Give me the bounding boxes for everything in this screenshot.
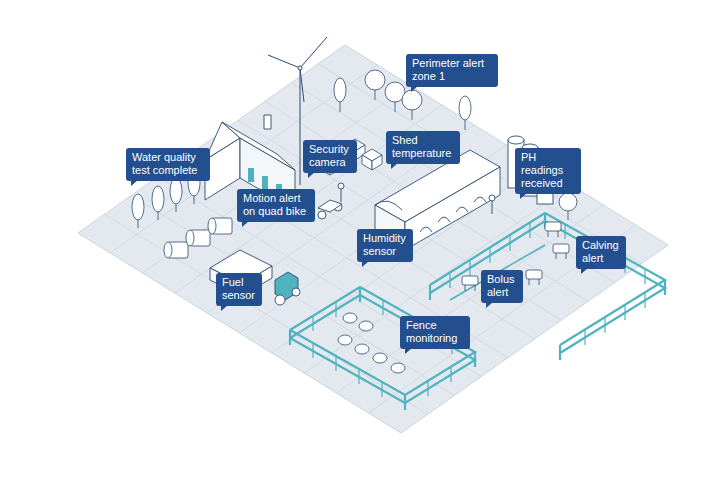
callout-box: Shed temperature: [386, 131, 460, 164]
callout-text: Bolus alert: [487, 273, 517, 299]
callout-text: Perimeter alert zone 1: [412, 57, 492, 83]
callout-text: Fence monitoring: [406, 319, 464, 345]
callout-box: PH readings received: [515, 148, 581, 194]
callout-text: Calving alert: [582, 239, 620, 265]
callout-text: Security camera: [309, 143, 351, 169]
callout-text: Shed temperature: [392, 134, 454, 160]
callout-box: Bolus alert: [481, 270, 523, 303]
callout-box: Perimeter alert zone 1: [406, 54, 498, 87]
callout-text: Humidity sensor: [363, 232, 407, 258]
callout-box: Security camera: [303, 140, 357, 173]
callout-box: Fence monitoring: [400, 316, 470, 349]
callout-box: Fuel sensor: [216, 273, 262, 306]
callout-box: Calving alert: [576, 236, 626, 269]
callout-text: Motion alert on quad bike: [243, 192, 309, 218]
callout-box: Humidity sensor: [357, 229, 413, 262]
callout-box: Water quality test complete: [126, 148, 210, 181]
callout-text: Water quality test complete: [132, 151, 204, 177]
callout-text: Fuel sensor: [222, 276, 256, 302]
callout-box: Motion alert on quad bike: [237, 189, 315, 222]
callout-text: PH readings received: [521, 151, 575, 190]
